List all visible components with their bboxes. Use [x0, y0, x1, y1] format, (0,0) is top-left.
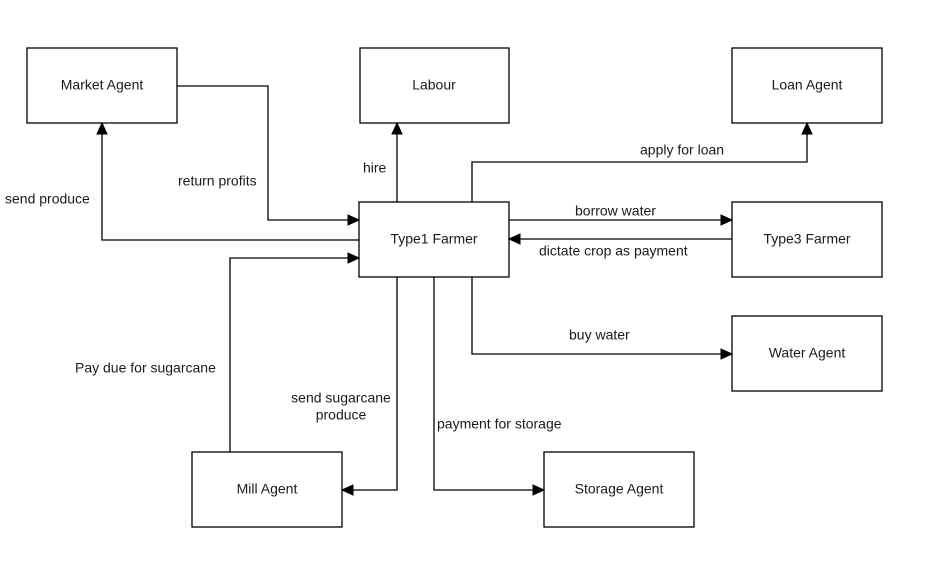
arrowhead-icon	[391, 121, 403, 135]
node-water-agent-label: Water Agent	[769, 345, 846, 361]
node-market-agent-label: Market Agent	[61, 77, 144, 93]
arrowhead-icon	[347, 214, 361, 226]
edge-hire	[391, 121, 403, 202]
node-type1-farmer[interactable]: Type1 Farmer	[358, 201, 510, 278]
edge-label-pay-sugarcane: Pay due for sugarcane	[75, 360, 216, 376]
edge-label-borrow-water: borrow water	[575, 203, 656, 219]
node-water-agent[interactable]: Water Agent	[731, 315, 883, 392]
edge-send-produce	[96, 121, 359, 241]
node-market-agent[interactable]: Market Agent	[26, 47, 178, 124]
edge-label-buy-water: buy water	[569, 327, 630, 343]
edge-borrow-water	[509, 214, 734, 226]
edge-label-send-produce: send produce	[5, 191, 90, 207]
arrowhead-icon	[801, 121, 813, 135]
arrowhead-icon	[96, 121, 108, 135]
arrowhead-icon	[340, 484, 354, 496]
edge-return-profits	[177, 85, 361, 226]
edge-apply-for-loan	[471, 121, 813, 202]
edge-label-apply-for-loan: apply for loan	[640, 142, 724, 158]
node-labour-label: Labour	[412, 77, 456, 93]
edge-label-payment-storage: payment for storage	[437, 416, 562, 432]
node-mill-agent[interactable]: Mill Agent	[191, 451, 343, 528]
arrowhead-icon	[720, 214, 734, 226]
edge-label-hire: hire	[363, 160, 387, 176]
arrowhead-icon	[532, 484, 546, 496]
edge-pay-sugarcane	[229, 252, 361, 452]
edge-label-send-sugarcane-line2: produce	[316, 407, 367, 423]
arrowhead-icon	[347, 252, 361, 264]
edge-label-dictate-crop: dictate crop as payment	[539, 243, 688, 259]
edge-buy-water	[471, 277, 734, 360]
node-labour[interactable]: Labour	[359, 47, 510, 124]
node-storage-agent[interactable]: Storage Agent	[543, 451, 695, 528]
edge-label-return-profits: return profits	[178, 173, 257, 189]
edge-payment-storage	[433, 277, 546, 496]
node-type1-farmer-label: Type1 Farmer	[390, 231, 477, 247]
node-type3-farmer[interactable]: Type3 Farmer	[731, 201, 883, 278]
edge-dictate-crop	[507, 233, 732, 245]
node-mill-agent-label: Mill Agent	[237, 481, 298, 497]
node-storage-agent-label: Storage Agent	[575, 481, 664, 497]
arrowhead-icon	[720, 348, 734, 360]
node-type3-farmer-label: Type3 Farmer	[763, 231, 850, 247]
node-loan-agent-label: Loan Agent	[772, 77, 843, 93]
edge-label-send-sugarcane-line1: send sugarcane	[291, 390, 391, 406]
edge-send-sugarcane	[340, 277, 398, 496]
arrowhead-icon	[507, 233, 521, 245]
node-loan-agent[interactable]: Loan Agent	[731, 47, 883, 124]
